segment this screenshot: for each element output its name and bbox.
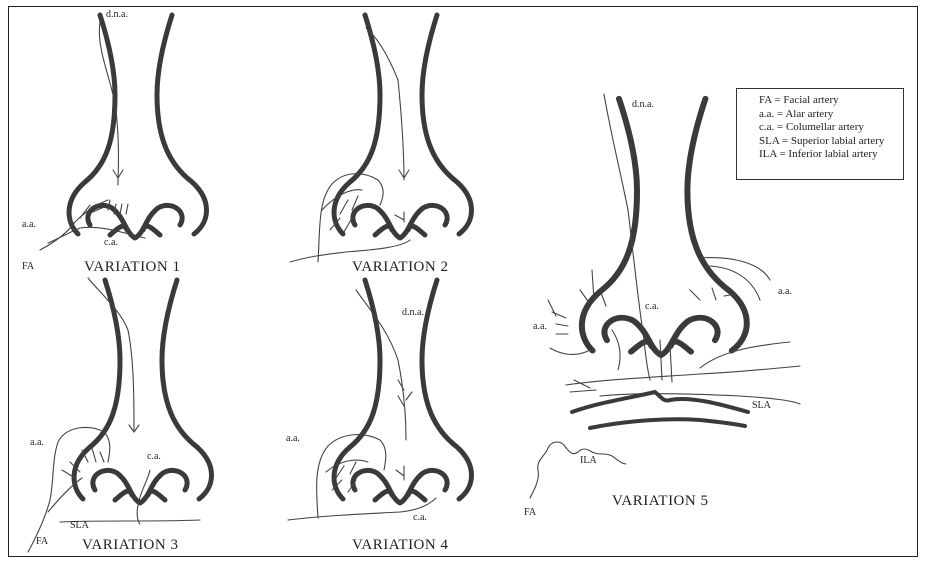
legend-box: FA = Facial artery a.a. = Alar artery c.…: [736, 88, 904, 180]
dna-label-v5: d.n.a.: [632, 100, 654, 110]
aa-label-v4: a.a.: [286, 434, 300, 444]
dna-label-v4: d.n.a.: [402, 308, 424, 318]
legend-item-ila: ILA = Inferior labial artery: [759, 148, 903, 162]
aa-label-v1: a.a.: [22, 220, 36, 230]
ca-label-v3: c.a.: [147, 452, 161, 462]
nose-variation-2: [290, 15, 472, 262]
aa-label-v5-left: a.a.: [533, 322, 547, 332]
dna-label-v1: d.n.a.: [106, 10, 128, 20]
fa-label-v5: FA: [524, 508, 536, 518]
legend-item-aa: a.a. = Alar artery: [759, 108, 903, 122]
fa-label-v3: FA: [36, 537, 48, 547]
ila-label-v5: ILA: [580, 456, 597, 466]
variation-2-title: VARIATION 2: [352, 260, 448, 275]
variation-5-title: VARIATION 5: [612, 494, 708, 509]
aa-label-v3: a.a.: [30, 438, 44, 448]
variation-4-title: VARIATION 4: [352, 538, 448, 553]
sla-label-v5: SLA: [752, 401, 771, 411]
sla-label-v3: SLA: [70, 521, 89, 531]
nose-variation-1: [40, 15, 207, 250]
nose-variation-4: [288, 280, 472, 520]
nose-variation-3: [28, 278, 212, 552]
legend-item-fa: FA = Facial artery: [759, 94, 903, 108]
ca-label-v4: c.a.: [413, 513, 427, 523]
legend-item-ca: c.a. = Columellar artery: [759, 121, 903, 135]
variation-3-title: VARIATION 3: [82, 538, 178, 553]
aa-label-v5-right: a.a.: [778, 287, 792, 297]
ca-label-v1: c.a.: [104, 238, 118, 248]
variation-1-title: VARIATION 1: [84, 260, 180, 275]
legend-item-sla: SLA = Superior labial artery: [759, 135, 903, 149]
ca-label-v5: c.a.: [645, 302, 659, 312]
fa-label-v1: FA: [22, 262, 34, 272]
